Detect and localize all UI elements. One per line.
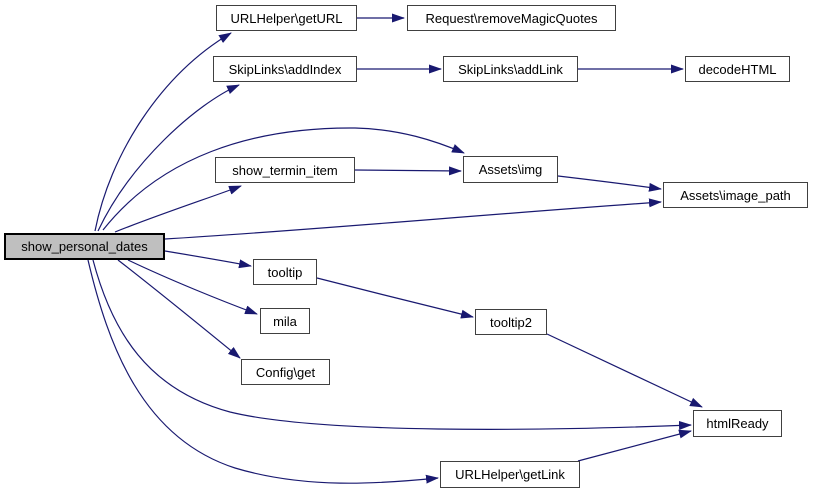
edge-show_personal_dates--skiplinks-addindex <box>97 84 240 232</box>
edge-show_personal_dates--htmlready <box>92 259 692 430</box>
node-skiplinks-addlink[interactable]: SkipLinks\addLink <box>443 56 578 82</box>
node-decodehtml[interactable]: decodeHTML <box>685 56 790 82</box>
node-urlhelper-getlink[interactable]: URLHelper\getLink <box>440 461 580 488</box>
edge-show_personal_dates--mila <box>127 259 258 315</box>
node-tooltip[interactable]: tooltip <box>253 259 317 285</box>
node-request-removemagicquotes[interactable]: Request\removeMagicQuotes <box>407 5 616 31</box>
node-show_termin_item[interactable]: show_termin_item <box>215 157 355 183</box>
edge-show_personal_dates--show_termin_item <box>114 185 242 233</box>
edge-tooltip--tooltip2 <box>316 277 474 319</box>
node-tooltip2[interactable]: tooltip2 <box>475 309 547 335</box>
edge-tooltip2--htmlready <box>546 333 703 408</box>
node-assets-image_path[interactable]: Assets\image_path <box>663 182 808 208</box>
edge-show_personal_dates--urlhelper-geturl <box>94 32 232 232</box>
edge-urlhelper-getlink--htmlready <box>577 429 692 462</box>
edge-assets-img--assets-image_path <box>557 175 662 192</box>
edge-show_personal_dates--config-get <box>117 259 241 359</box>
edge-show_personal_dates--assets-image_path <box>164 198 662 240</box>
node-config-get[interactable]: Config\get <box>241 359 330 385</box>
edge-show_personal_dates--urlhelper-getlink <box>87 259 439 484</box>
node-assets-img[interactable]: Assets\img <box>463 156 558 183</box>
node-skiplinks-addindex[interactable]: SkipLinks\addIndex <box>213 56 357 82</box>
node-htmlready[interactable]: htmlReady <box>693 410 782 437</box>
edge-show_personal_dates--tooltip <box>164 250 252 269</box>
node-mila[interactable]: mila <box>260 308 310 334</box>
node-urlhelper-geturl[interactable]: URLHelper\getURL <box>216 5 357 31</box>
node-show_personal_dates: show_personal_dates <box>4 233 165 260</box>
edge-show_personal_dates--assets-img <box>102 127 465 231</box>
edge-show_termin_item--assets-img <box>354 166 462 176</box>
